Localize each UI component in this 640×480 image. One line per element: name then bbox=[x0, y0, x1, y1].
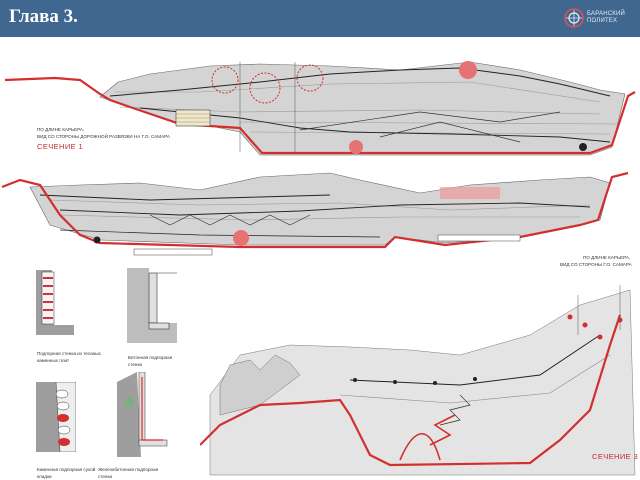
wall-1-label-line2: каменных плит bbox=[37, 358, 70, 363]
wall-4-label-line1: Железобетонная подпорная bbox=[98, 467, 159, 472]
section-1-title: СЕЧЕНИЕ 1 bbox=[37, 142, 84, 151]
wall-4-label-line2: стенка bbox=[98, 474, 113, 479]
wall-3-label-line1: Каменная подпорная сухой bbox=[37, 467, 96, 472]
logo-icon bbox=[564, 8, 584, 28]
section-1-drawing bbox=[0, 52, 640, 162]
wall-3-drawing bbox=[36, 382, 76, 452]
logo: БАРАНСКИЙ ПОЛИТЕХ bbox=[563, 3, 633, 34]
page-title: Глава 3. bbox=[9, 6, 78, 27]
section-2-drawing bbox=[0, 165, 640, 265]
section-1-desc-line2: ВИД СО СТОРОНЫ ДОРОЖНОЙ РАЗВЯЗКИ НА Г.О.… bbox=[37, 134, 170, 139]
wall-1-drawing bbox=[34, 270, 74, 335]
header-bar: Глава 3. БАРАНСКИЙ ПОЛИТЕХ bbox=[0, 0, 640, 37]
section-1-desc-line1: ПО ДЛИНЕ КАРЬЕРА, bbox=[37, 127, 85, 132]
section-3-drawing bbox=[200, 275, 640, 480]
logo-line1: БАРАНСКИЙ bbox=[587, 11, 625, 17]
logo-line2: ПОЛИТЕХ bbox=[587, 18, 618, 24]
wall-2-drawing bbox=[127, 268, 177, 343]
wall-4-drawing bbox=[117, 372, 172, 457]
section-3-top-desc-line2: ВИД СО СТОРОНЫ Г.О. САМАРА bbox=[560, 262, 632, 267]
wall-2-label-line1: Бетонная подпорная bbox=[128, 355, 173, 360]
wall-1-label-line1: Подпорная стенка из тесаных bbox=[37, 351, 101, 356]
wall-2-label-line2: стенка bbox=[128, 362, 143, 367]
section-3-top-desc-line1: ПО ДЛИНЕ КАРЬЕРА, bbox=[583, 255, 631, 260]
wall-3-label-line2: кладки bbox=[37, 474, 52, 479]
section-3-title: СЕЧЕНИЕ 3 bbox=[592, 452, 639, 461]
